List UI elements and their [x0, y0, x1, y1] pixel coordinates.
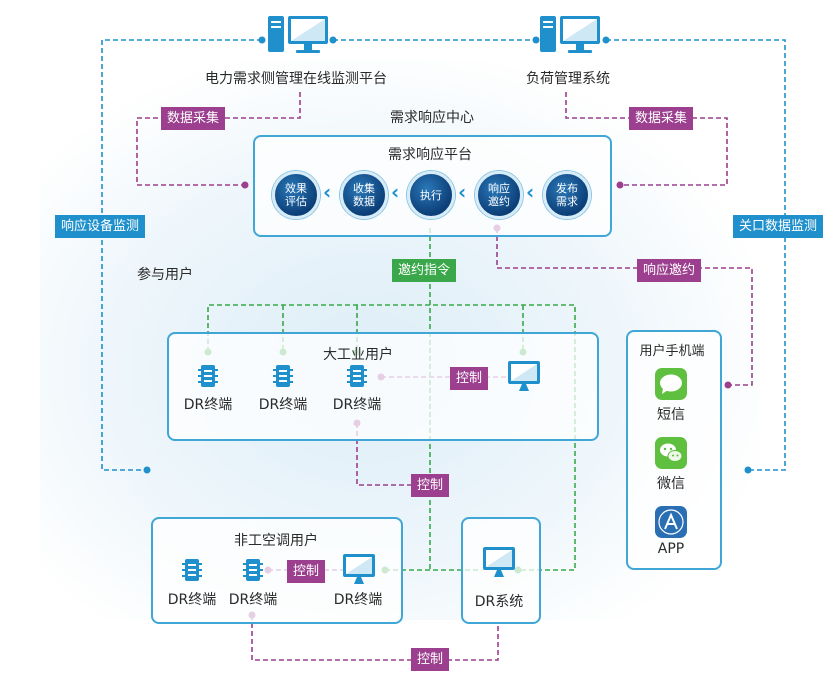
- mobile-title: 用户手机端: [639, 344, 705, 359]
- chip-icon: [198, 365, 218, 387]
- monitor-icon: [483, 547, 515, 577]
- monitor-icon: [508, 361, 540, 391]
- app-store-icon: [655, 506, 687, 538]
- tag-gateway-monitor: 关口数据监测: [733, 215, 824, 238]
- step-response-invite: 响应邀约: [475, 171, 523, 219]
- right-platform-label: 负荷管理系统: [526, 71, 610, 87]
- chip-icon: [243, 559, 263, 581]
- app-label: APP: [657, 541, 685, 557]
- monitor-icon: [343, 554, 375, 584]
- ac-users-title: 非工空调用户: [234, 533, 318, 549]
- wechat-icon: [655, 437, 687, 469]
- chip-icon: [182, 559, 202, 581]
- dr-system-box: [461, 517, 541, 624]
- purple-line-right: [565, 92, 728, 186]
- participants-label: 参与用户: [137, 267, 193, 283]
- tag-response-invite: 响应邀约: [637, 259, 702, 282]
- blue-line-right: [606, 39, 786, 471]
- chevron-left-icon: ‹: [526, 180, 535, 204]
- tag-control-2: 控制: [411, 474, 450, 497]
- dr-terminal-label: DR终端: [183, 397, 233, 413]
- tag-control-1: 控制: [450, 367, 489, 390]
- chevron-left-icon: ‹: [458, 180, 467, 204]
- chevron-left-icon: ‹: [391, 180, 400, 204]
- computer-icon: [540, 16, 600, 53]
- purple-line-left: [136, 92, 301, 186]
- tag-data-collect-left: 数据采集: [161, 107, 226, 130]
- dr-terminal-label: DR终端: [258, 397, 308, 413]
- step-evaluate: 效果评估: [272, 171, 320, 219]
- tag-invite-command: 邀约指令: [392, 259, 457, 282]
- computer-icon: [268, 16, 328, 53]
- purple-line-ctrl2: [356, 423, 430, 486]
- dr-terminal-label: DR终端: [228, 592, 278, 608]
- tag-control-3: 控制: [287, 560, 326, 583]
- step-collect-data: 收集数据: [340, 171, 388, 219]
- center-title: 需求响应中心: [390, 110, 474, 126]
- step-execute: 执行: [407, 171, 455, 219]
- blue-line-left: [101, 39, 262, 471]
- dr-system-label: DR系统: [474, 594, 524, 610]
- tag-response-monitor: 响应设备监测: [55, 215, 146, 238]
- tag-data-collect-right: 数据采集: [629, 107, 694, 130]
- industrial-title: 大工业用户: [323, 347, 393, 363]
- sms-label: 短信: [657, 407, 685, 423]
- green-line-branch: [207, 304, 576, 571]
- dr-terminal-label: DR终端: [332, 397, 382, 413]
- dr-terminal-label: DR终端: [333, 592, 383, 608]
- step-publish-demand: 发布需求: [543, 171, 591, 219]
- left-platform-label: 电力需求侧管理在线监测平台: [205, 71, 387, 87]
- purple-line-invite: [496, 228, 753, 386]
- sms-icon: [655, 368, 687, 400]
- wechat-label: 微信: [657, 476, 685, 492]
- dr-terminal-label: DR终端: [167, 592, 217, 608]
- platform-title: 需求响应平台: [388, 147, 472, 163]
- chip-icon: [347, 365, 367, 387]
- chip-icon: [273, 365, 293, 387]
- chevron-left-icon: ‹: [323, 180, 332, 204]
- tag-control-4: 控制: [411, 648, 450, 671]
- purple-line-ctrl4: [251, 615, 499, 661]
